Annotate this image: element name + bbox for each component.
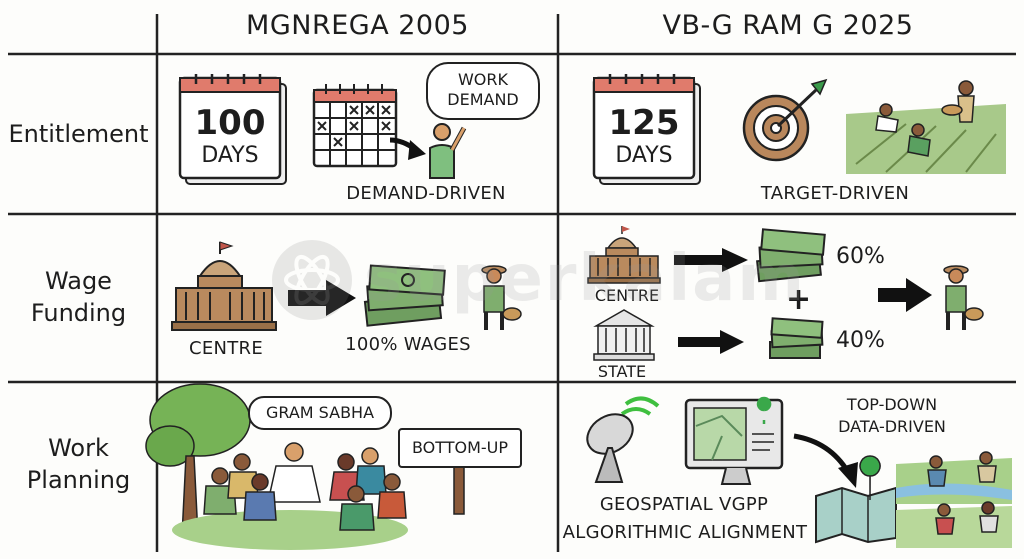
header-mgnrega: MGNREGA 2005: [246, 10, 469, 41]
wages-100-label: 100% WAGES: [345, 334, 471, 355]
gram-sabha-text: GRAM SABHA: [265, 403, 375, 422]
gram-sabha-scene-icon: [145, 383, 408, 550]
row-label-entitlement: Entitlement: [8, 120, 149, 148]
satellite-dish-icon: [586, 396, 660, 483]
calendar-100-icon: [178, 74, 287, 185]
watermark-text: superkalam: [364, 242, 806, 316]
money-stack-icon: [363, 264, 446, 327]
worker-with-basket-icon: [943, 265, 984, 330]
work-demand-text: WORK DEMAND: [447, 70, 519, 109]
folded-map-icon: [815, 455, 897, 544]
gram-sabha-bubble: GRAM SABHA: [248, 396, 392, 430]
demand-calendar-icon: [312, 84, 398, 168]
money-stack-icon: [769, 317, 824, 359]
centre-label-right: CENTRE: [594, 286, 660, 305]
arrow-icon: [674, 248, 748, 272]
top-down-caption: TOP-DOWN DATA-DRIVEN: [838, 395, 946, 436]
arrow-icon: [678, 330, 744, 354]
centre-building-icon: [587, 226, 661, 284]
farmers-field-icon: [846, 80, 1006, 174]
work-demand-bubble: WORK DEMAND: [426, 62, 540, 120]
bottom-up-text: BOTTOM-UP: [411, 438, 509, 457]
centre-building-icon: [171, 241, 277, 331]
arrow-icon: [288, 280, 356, 316]
signpost-pole: [453, 465, 465, 515]
header-vbgramg: VB-G RAM G 2025: [662, 10, 914, 41]
worker-waving-icon: [429, 123, 467, 179]
pct-centre-label: 60%: [836, 244, 885, 269]
demand-driven-caption: DEMAND-DRIVEN: [346, 183, 506, 204]
row-label-wage-funding: Wage Funding: [30, 267, 127, 327]
arrow-icon: [878, 278, 932, 312]
state-building-icon: [593, 309, 655, 361]
state-label: STATE: [597, 362, 647, 381]
plus-sign: +: [786, 282, 812, 317]
calendar-125-icon: [592, 74, 701, 185]
farm-workers-icon: [896, 451, 1012, 548]
curved-arrow-icon: [793, 433, 858, 488]
algorithmic-caption: ALGORITHMIC ALIGNMENT: [562, 522, 808, 543]
money-stack-icon: [756, 228, 826, 283]
pct-state-label: 40%: [836, 328, 885, 353]
days-100-number: 100: [194, 103, 266, 143]
bottom-up-sign: BOTTOM-UP: [398, 428, 522, 468]
target-driven-caption: TARGET-DRIVEN: [760, 183, 910, 204]
watermark-logo-icon: [268, 236, 356, 328]
arrow-icon: [389, 137, 426, 160]
days-100-word: DAYS: [201, 143, 259, 168]
days-125-word: DAYS: [615, 143, 673, 168]
geospatial-caption: GEOSPATIAL VGPP: [599, 494, 769, 515]
target-icon: [742, 78, 828, 162]
row-label-work-planning: Work Planning: [26, 434, 131, 494]
monitor-map-icon: [684, 396, 784, 485]
days-125-number: 125: [608, 103, 680, 143]
worker-with-basket-icon: [481, 265, 522, 330]
centre-label-left: CENTRE: [188, 338, 264, 359]
